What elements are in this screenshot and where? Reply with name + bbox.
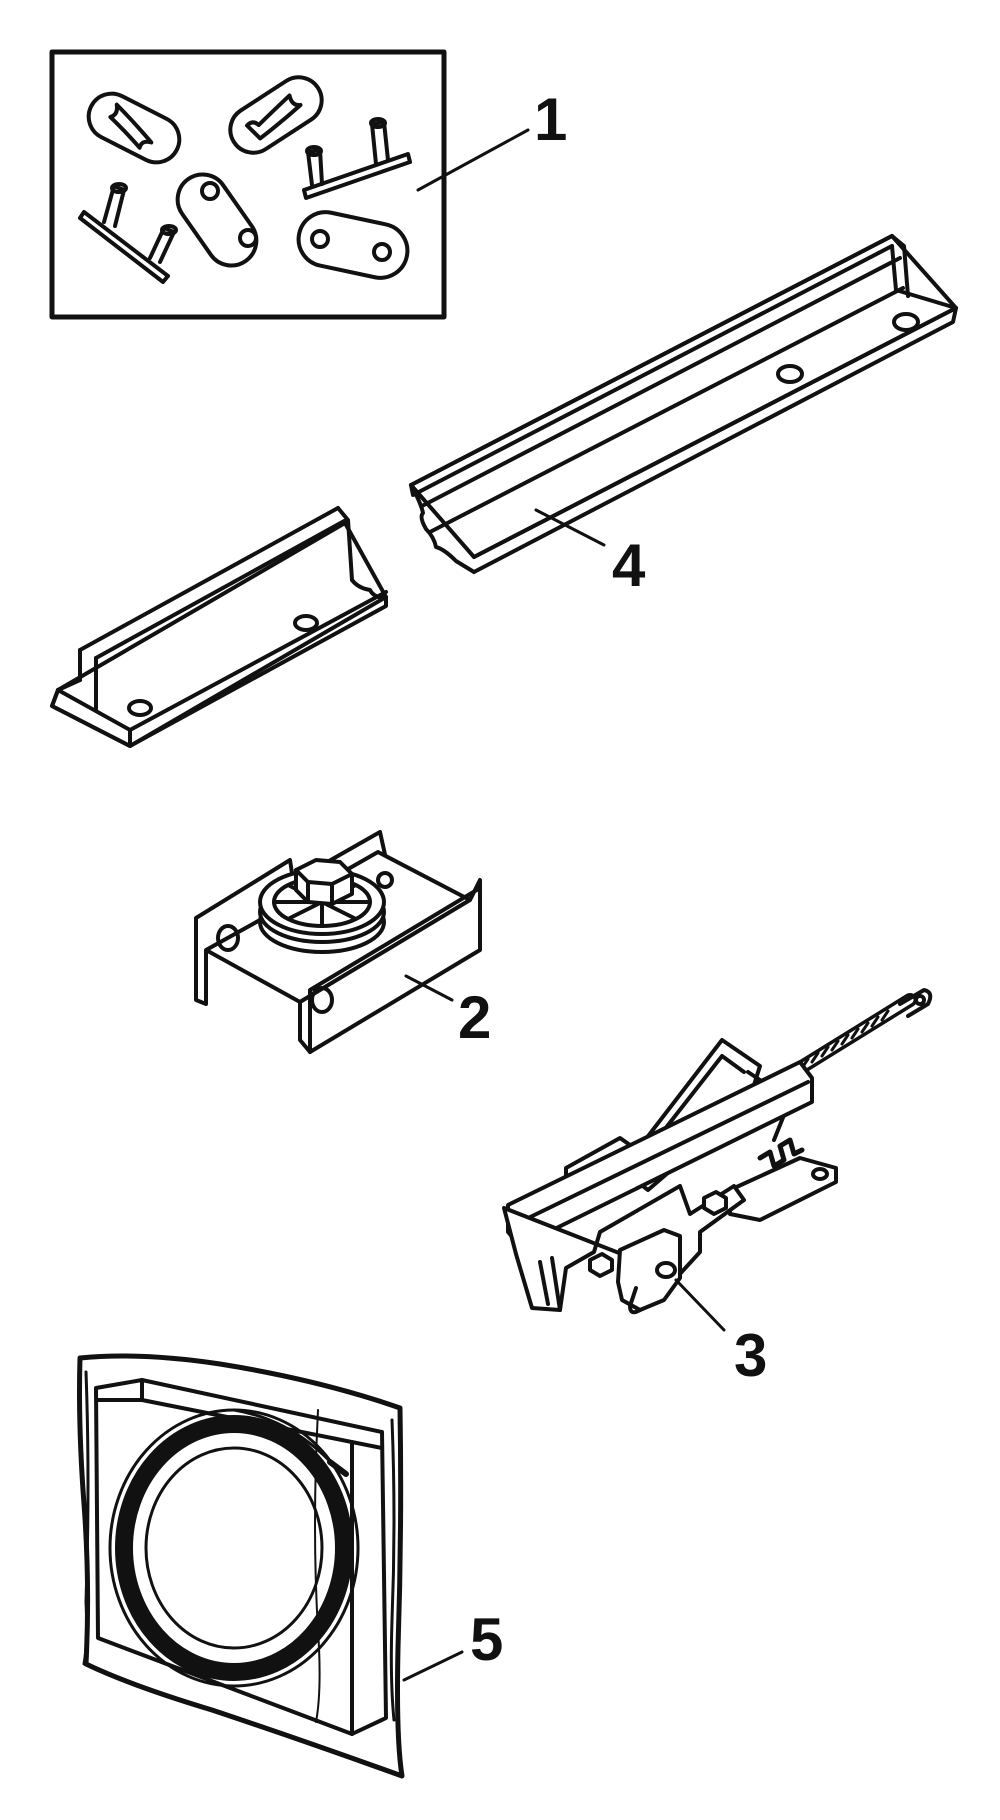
callout-label-2: 2	[458, 984, 491, 1051]
part-2-idler-pulley-bracket: 2	[194, 830, 491, 1054]
rail-section-long	[409, 234, 958, 574]
master-link-clip	[86, 91, 182, 165]
part-4-rail-sections: 4	[50, 234, 958, 748]
hex-bolt	[294, 858, 354, 906]
link-side-plate	[296, 210, 410, 280]
wire-coil	[108, 1408, 360, 1688]
link-pin-plate	[78, 182, 178, 284]
part-1-chain-link-kit: 1	[49, 49, 567, 320]
link-pin-plate	[302, 117, 412, 200]
leader-line-2	[404, 974, 454, 1002]
callout-label-1: 1	[534, 86, 567, 153]
part-3-trolley-assembly: 3	[502, 988, 933, 1389]
master-link-clip	[228, 75, 324, 155]
callout-label-5: 5	[470, 1606, 503, 1673]
callout-label-3: 3	[734, 1322, 767, 1389]
rail-section-short	[50, 506, 388, 748]
link-side-plate	[175, 172, 259, 268]
callout-label-4: 4	[612, 532, 646, 599]
part-5-wire-coil-package: 5	[77, 1353, 503, 1779]
leader-line-1	[416, 128, 530, 192]
leader-line-5	[402, 1650, 464, 1682]
leader-line-3	[674, 1278, 726, 1332]
kit-box-outline	[49, 49, 447, 320]
leader-line-4	[534, 508, 606, 547]
